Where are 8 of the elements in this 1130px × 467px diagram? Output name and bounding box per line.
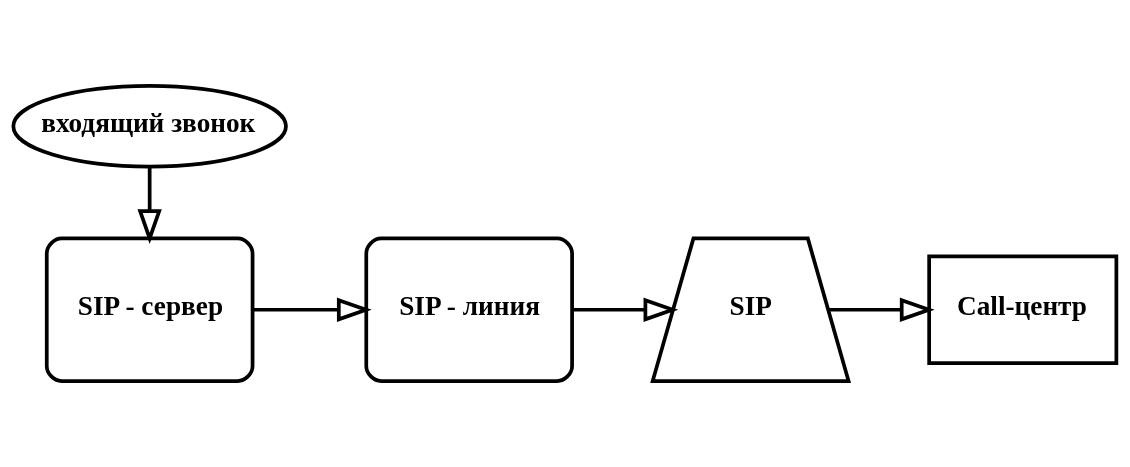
arrow bbox=[137, 166, 162, 245]
node-ellipse: входящий звонок bbox=[11, 84, 288, 169]
node-box: SIP - линия bbox=[364, 236, 574, 383]
node-box: Call-центр bbox=[927, 254, 1119, 365]
arrow bbox=[572, 297, 679, 322]
arrow bbox=[252, 297, 372, 322]
node-box: SIP - сервер bbox=[44, 236, 255, 383]
arrow bbox=[828, 297, 935, 322]
